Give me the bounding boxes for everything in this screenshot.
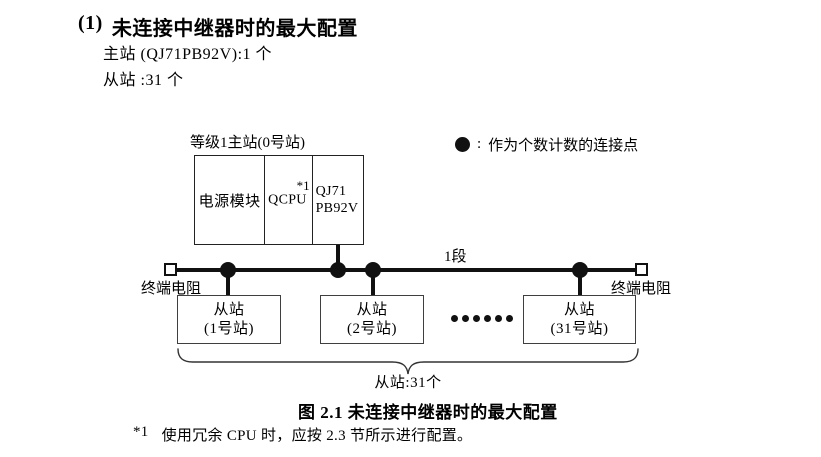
segment-label: 1段 xyxy=(444,249,467,265)
cpu-cell: QCPU *1 xyxy=(265,156,313,244)
bus-segment-line xyxy=(177,268,635,272)
slave31-stub-line xyxy=(578,270,582,296)
slave1-label: 从站 xyxy=(213,301,245,318)
power-module-cell: 电源模块 xyxy=(195,156,266,244)
slave-box-31: 从站 (31号站) xyxy=(523,295,636,344)
master-station-label: 等级1主站(0号站) xyxy=(190,135,305,151)
slaves-total-label: 从站:31个 xyxy=(374,375,442,391)
connection-point-dot-icon xyxy=(455,137,470,152)
terminator-label-left: 终端电阻 xyxy=(141,281,202,297)
section-title: 未连接中继器时的最大配置 xyxy=(111,18,358,40)
footnote-text: 使用冗余 CPU 时，应按 2.3 节所示进行配置。 xyxy=(161,428,473,444)
terminator-square-right xyxy=(635,263,648,276)
master-count-line: 主站 (QJ71PB92V):1 个 xyxy=(103,46,273,63)
master-drop-line xyxy=(336,245,340,270)
cpu-label: QCPU xyxy=(268,192,307,208)
figure-caption: 图 2.1 未连接中继器时的最大配置 xyxy=(298,403,558,422)
slave2-stub-line xyxy=(371,270,375,296)
slave1-stub-line xyxy=(226,270,230,296)
connection-dot-master xyxy=(330,262,346,278)
legend-colon: : xyxy=(477,136,482,152)
connection-dot-slave31 xyxy=(572,262,588,278)
slave-count-line: 从站 :31 个 xyxy=(103,72,184,89)
slave-box-2: 从站 (2号站) xyxy=(320,295,424,344)
slaves-brace xyxy=(177,348,639,375)
master-station-box: 电源模块 QCPU *1 QJ71 PB92V xyxy=(194,155,364,245)
slave1-station-number: (1号站) xyxy=(204,320,254,337)
footnote: *1 使用冗余 CPU 时，应按 2.3 节所示进行配置。 xyxy=(133,424,472,445)
connection-dot-slave2 xyxy=(365,262,381,278)
cpu-footnote-ref: *1 xyxy=(296,178,310,193)
section-number: (1) xyxy=(78,12,103,34)
slave2-station-number: (2号站) xyxy=(347,320,397,337)
terminator-label-right: 终端电阻 xyxy=(611,281,672,297)
network-module-cell: QJ71 PB92V xyxy=(313,156,363,244)
footnote-marker: *1 xyxy=(133,424,149,440)
ellipsis-dots xyxy=(451,315,513,322)
section-heading: (1) 未连接中继器时的最大配置 xyxy=(78,12,358,41)
terminator-square-left xyxy=(164,263,177,276)
network-module-line2: PB92V xyxy=(315,201,359,216)
slave-box-1: 从站 (1号站) xyxy=(177,295,281,344)
slave2-label: 从站 xyxy=(356,301,388,318)
slave31-label: 从站 xyxy=(563,301,595,318)
connection-dot-slave1 xyxy=(220,262,236,278)
network-module-line1: QJ71 xyxy=(315,184,347,199)
slave31-station-number: (31号站) xyxy=(550,320,609,337)
legend-text: 作为个数计数的连接点 xyxy=(488,138,639,154)
legend: : 作为个数计数的连接点 xyxy=(455,134,638,155)
